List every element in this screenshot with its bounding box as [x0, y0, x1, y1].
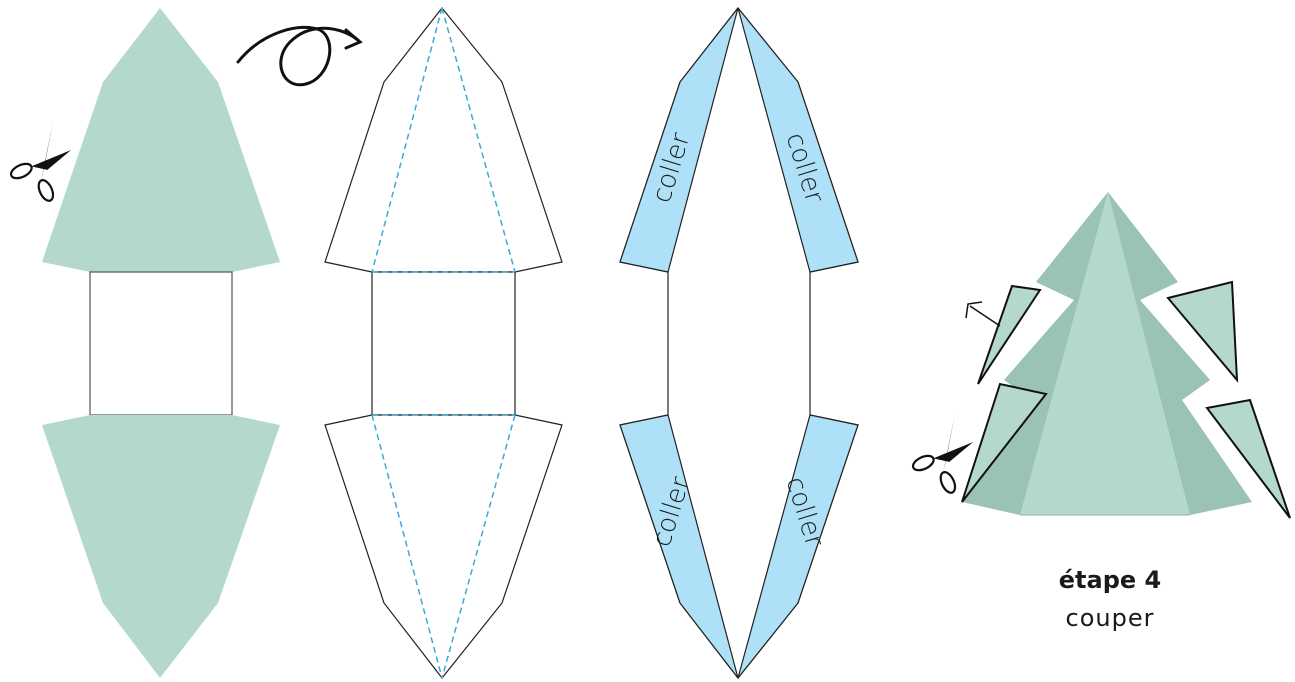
fold-center-square: [371, 271, 516, 416]
glue-outline: [619, 7, 859, 679]
glue-area-top-right: [737, 7, 859, 273]
template-folding: [324, 7, 563, 679]
glue-area-top-left: [619, 7, 739, 273]
glue-area-bottom-left: [619, 414, 739, 679]
template-glue: coller coller coller coller: [619, 7, 859, 679]
rotate-arrow-icon: [236, 25, 363, 87]
tree-front-face: [1020, 192, 1190, 515]
cut-triangles: [961, 280, 1291, 519]
assembled-tree: [962, 192, 1252, 516]
small-arrow-icon: [965, 301, 1001, 327]
fold-bottom-shape: [324, 414, 563, 679]
cut-piece-upper-right: [1166, 280, 1239, 383]
cut-piece-upper-left: [977, 284, 1042, 385]
glue-area-bottom-right: [737, 414, 859, 679]
cut-piece-lower-left: [961, 382, 1048, 503]
template-center-square: [89, 271, 233, 416]
fold-lines: [371, 7, 516, 679]
template-green: [42, 8, 280, 678]
step-title: étape 4: [1058, 566, 1162, 594]
step-subtitle: couper: [1065, 604, 1155, 632]
template-bottom-shape: [42, 415, 280, 678]
cut-piece-lower-right: [1205, 398, 1291, 519]
template-top-shape: [42, 8, 280, 272]
fold-top-shape: [324, 7, 563, 273]
